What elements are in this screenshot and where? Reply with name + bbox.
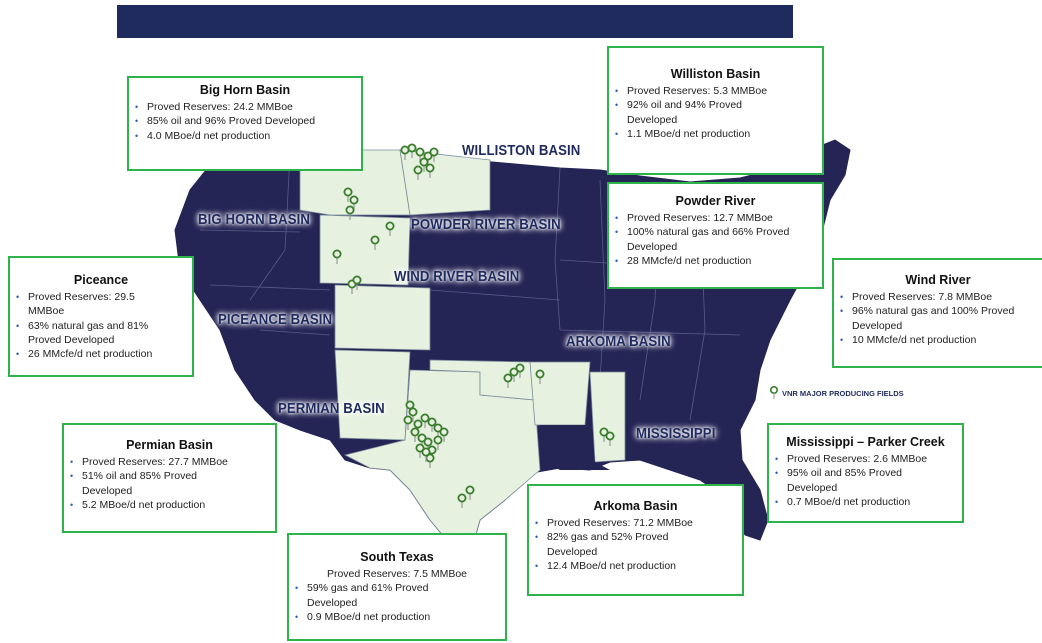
map-pin-icon [332,249,342,264]
list-item: 10 MMcfe/d net production [840,333,1036,348]
box-title: Williston Basin [670,67,761,81]
map-pin-icon [419,157,429,172]
label-powder-river-basin: POWDER RIVER BASIN [411,216,561,233]
map-pin-icon [343,187,353,202]
info-box-piceance: Piceance Proved Reserves: 29.5 MMBoe 63%… [8,256,194,377]
list-item: Proved Reserves: 27.7 MMBoe [70,455,269,470]
map-pin-icon [423,437,433,452]
list-item: 59% gas and 61% Proved Developed [295,581,499,610]
list-item: Proved Reserves: 24.2 MMBoe [135,100,355,115]
map-pin-icon [345,205,355,220]
map-pin-icon [503,373,513,388]
map-pin-icon [465,485,475,500]
map-pin-icon [410,427,420,442]
list-item: Proved Reserves: 29.5 MMBoe [16,290,186,319]
mississippi-region [589,371,626,463]
map-pin-icon [515,363,525,378]
map-pin-icon [770,386,778,399]
info-box-wind-river: Wind River Proved Reserves: 7.8 MMBoe 96… [832,258,1042,368]
list-item: 0.7 MBoe/d net production [775,495,956,510]
box-title: Big Horn Basin [199,83,291,97]
info-box-south-texas: South Texas Proved Reserves: 7.5 MMBoe 5… [287,533,507,641]
title-bar [117,5,793,38]
list-item: 85% oil and 96% Proved Developed [135,114,355,129]
map-pin-icon [599,427,609,442]
box-title: Powder River [675,194,756,208]
map-pin-icon [408,407,418,422]
list-item: 100% natural gas and 66% Proved Develope… [615,225,816,254]
map-pin-icon [385,221,395,236]
map-pin-icon [420,413,430,428]
list-item: 82% gas and 52% Proved Developed [535,530,736,559]
list-item: 4.0 MBoe/d net production [135,129,355,144]
box-title: Piceance [73,273,129,287]
box-title: Arkoma Basin [593,499,678,513]
info-box-williston: Williston Basin Proved Reserves: 5.3 MMB… [607,46,824,175]
list-item: Proved Reserves: 5.3 MMBoe [615,84,816,99]
list-item: 95% oil and 85% Proved Developed [775,466,956,495]
list-item: 5.2 MBoe/d net production [70,498,269,513]
list-item: 0.9 MBoe/d net production [295,610,499,625]
wyoming-region [319,214,411,286]
map-pin-icon [439,427,449,442]
info-box-permian: Permian Basin Proved Reserves: 27.7 MMBo… [62,423,277,533]
list-item: 28 MMcfe/d net production [615,254,816,269]
map-pin-icon [370,235,380,250]
legend-label: VNR MAJOR PRODUCING FIELDS [782,388,904,398]
map-pin-icon [349,195,359,210]
map-pin-icon [427,417,437,432]
map-pin-icon [429,147,439,162]
map-pin-icon [509,367,519,382]
label-mississippi: MISSISSIPPI [636,425,716,442]
map-pin-icon [403,415,413,430]
legend: VNR MAJOR PRODUCING FIELDS [770,386,904,400]
label-piceance-basin: PICEANCE BASIN [218,311,333,328]
list-item: 96% natural gas and 100% Proved Develope… [840,304,1036,333]
list-item: Proved Reserves: 7.8 MMBoe [840,290,1036,305]
info-box-powder-river: Powder River Proved Reserves: 12.7 MMBoe… [607,182,824,289]
box-title: Mississippi – Parker Creek [786,435,945,449]
list-item: Proved Reserves: 2.6 MMBoe [775,452,956,467]
list-item: 26 MMcfe/d net production [16,347,186,362]
map-pin-icon [421,447,431,462]
info-box-arkoma: Arkoma Basin Proved Reserves: 71.2 MMBoe… [527,484,744,596]
box-title: Wind River [905,273,971,287]
info-box-mississippi: Mississippi – Parker Creek Proved Reserv… [767,423,964,523]
north-dakota-region [399,149,491,216]
list-item: 12.4 MBoe/d net production [535,559,736,574]
map-pin-icon [413,165,423,180]
label-permian-basin: PERMIAN BASIN [278,400,385,417]
box-intro: Proved Reserves: 7.5 MMBoe [326,568,468,580]
map-pin-icon [415,147,425,162]
field-pins [332,143,615,508]
list-item: 92% oil and 94% Proved Developed [615,98,816,127]
map-pin-icon [415,443,425,458]
list-item: Proved Reserves: 71.2 MMBoe [535,516,736,531]
map-pin-icon [352,275,362,290]
map-pin-icon [433,435,443,450]
louisiana-region [540,425,610,470]
list-item: 63% natural gas and 81% Proved Developed [16,319,186,348]
info-box-big-horn: Big Horn Basin Proved Reserves: 24.2 MMB… [127,76,363,171]
map-pin-icon [605,431,615,446]
new-mexico-region [334,349,411,441]
label-williston-basin: WILLISTON BASIN [462,142,581,159]
list-item: Proved Reserves: 12.7 MMBoe [615,211,816,226]
list-item: 1.1 MBoe/d net production [615,127,816,142]
map-pin-icon [425,163,435,178]
map-pin-icon [457,493,467,508]
map-pin-icon [407,143,417,158]
map-pin-icon [535,369,545,384]
box-title: Permian Basin [126,438,213,452]
label-big-horn-basin: BIG HORN BASIN [198,211,310,228]
list-item: 51% oil and 85% Proved Developed [70,469,269,498]
label-arkoma-basin: ARKOMA BASIN [566,333,671,350]
colorado-region [334,284,431,351]
label-wind-river-basin: WIND RIVER BASIN [394,268,520,285]
box-title: South Texas [360,550,434,564]
